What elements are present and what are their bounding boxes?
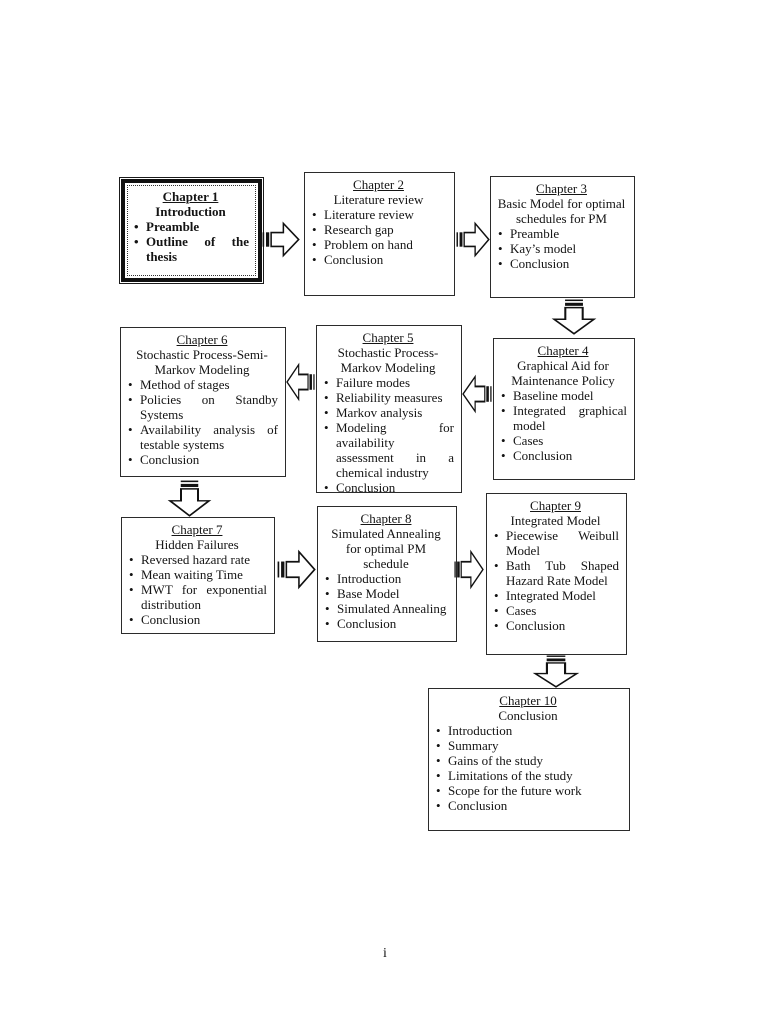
chapter-title: Chapter 10 — [499, 693, 557, 708]
bullet-item: Reversed hazard rate — [127, 552, 267, 567]
chapter-subtitle: Graphical Aid for Maintenance Policy — [511, 358, 615, 388]
bullet-item: Conclusion — [127, 612, 267, 627]
bullet-list: Reversed hazard rate Mean waiting Time M… — [127, 552, 267, 627]
bullet-item: Conclusion — [434, 798, 622, 813]
chapter-1-frame: Chapter 1 Introduction Preamble Outline … — [121, 179, 262, 282]
striped-arrow-right-icon — [262, 221, 300, 258]
chapter-5-box: Chapter 5 Stochastic Process-Markov Mode… — [316, 325, 462, 495]
chapter-title: Chapter 7 — [171, 522, 223, 537]
bullet-item: Gains of the study — [434, 753, 622, 768]
bullet-item: Integrated graphical model — [499, 403, 627, 433]
chapter-subtitle: Stochastic Process-Markov Modeling — [337, 345, 439, 375]
chapter-1-box: Chapter 1 Introduction Preamble Outline … — [119, 177, 264, 284]
bullet-item: Baseline model — [499, 388, 627, 403]
chapter-3-box: Chapter 3 Basic Model for optimal schedu… — [490, 176, 635, 298]
bullet-item: Limitations of the study — [434, 768, 622, 783]
chapter-title: Chapter 1 — [162, 189, 219, 204]
striped-arrow-down-icon — [532, 655, 580, 688]
bullet-list: Introduction Base Model Simulated Anneal… — [323, 571, 449, 631]
bullet-item: Conclusion — [499, 448, 627, 463]
bullet-item: MWT for exponential distribution — [127, 582, 267, 612]
bullet-item: Conclusion — [496, 256, 627, 271]
striped-arrow-right-icon — [454, 549, 484, 590]
chapter-title: Chapter 3 — [536, 181, 587, 196]
chapter-subtitle: Literature review — [333, 192, 424, 207]
bullet-item: Conclusion — [126, 452, 278, 467]
chapter-subtitle: Conclusion — [498, 708, 558, 723]
chapter-title: Chapter 5 — [362, 330, 414, 345]
bullet-list: Method of stages Policies on Standby Sys… — [126, 377, 278, 467]
chapter-title: Chapter 8 — [360, 511, 412, 526]
bullet-item: Method of stages — [126, 377, 278, 392]
chapter-title: Chapter 6 — [176, 332, 228, 347]
bullet-item: Availability analysis of testable system… — [126, 422, 278, 452]
bullet-item: Cases — [492, 603, 619, 618]
bullet-list: Piecewise Weibull Model Bath Tub Shaped … — [492, 528, 619, 633]
bullet-list: Literature review Research gap Problem o… — [310, 207, 447, 267]
bullet-list: Introduction Summary Gains of the study … — [434, 723, 622, 813]
page-number: i — [383, 946, 387, 961]
bullet-item: Conclusion — [310, 252, 447, 267]
bullet-item: Conclusion — [323, 616, 449, 631]
bullet-list: Preamble Kay’s model Conclusion — [496, 226, 627, 271]
chapter-10-box: Chapter 10 Conclusion Introduction Summa… — [428, 688, 630, 831]
striped-arrow-right-icon — [456, 221, 490, 258]
bullet-item: Research gap — [310, 222, 447, 237]
bullet-item: Outline of the thesis — [132, 234, 249, 264]
bullet-list: Preamble Outline of the thesis — [132, 219, 249, 264]
bullet-item: Modeling for availability assessment in … — [322, 420, 454, 480]
chapter-7-box: Chapter 7 Hidden Failures Reversed hazar… — [121, 517, 275, 634]
bullet-item: Conclusion — [322, 480, 454, 495]
bullet-list: Failure modes Reliability measures Marko… — [322, 375, 454, 495]
bullet-item: Policies on Standby Systems — [126, 392, 278, 422]
chapter-subtitle: Simulated Annealing for optimal PM sched… — [331, 526, 441, 571]
striped-arrow-left-icon — [286, 362, 315, 402]
chapter-subtitle: Hidden Failures — [155, 537, 239, 552]
bullet-item: Kay’s model — [496, 241, 627, 256]
bullet-item: Introduction — [323, 571, 449, 586]
striped-arrow-right-icon — [277, 549, 316, 590]
bullet-item: Reliability measures — [322, 390, 454, 405]
bullet-list: Baseline model Integrated graphical mode… — [499, 388, 627, 463]
chapter-subtitle: Basic Model for optimal schedules for PM — [497, 196, 626, 226]
chapter-subtitle: Introduction — [155, 204, 226, 219]
striped-arrow-down-icon — [551, 299, 597, 335]
bullet-item: Introduction — [434, 723, 622, 738]
bullet-item: Preamble — [132, 219, 249, 234]
chapter-9-box: Chapter 9 Integrated Model Piecewise Wei… — [486, 493, 627, 655]
bullet-item: Preamble — [496, 226, 627, 241]
chapter-subtitle: Integrated Model — [510, 513, 601, 528]
bullet-item: Problem on hand — [310, 237, 447, 252]
bullet-item: Integrated Model — [492, 588, 619, 603]
bullet-item: Markov analysis — [322, 405, 454, 420]
bullet-item: Scope for the future work — [434, 783, 622, 798]
chapter-title: Chapter 2 — [353, 177, 404, 192]
striped-arrow-left-icon — [462, 374, 492, 414]
chapter-title: Chapter 4 — [537, 343, 589, 358]
chapter-2-box: Chapter 2 Literature review Literature r… — [304, 172, 455, 296]
bullet-item: Conclusion — [492, 618, 619, 633]
chapter-title: Chapter 9 — [530, 498, 581, 513]
chapter-4-box: Chapter 4 Graphical Aid for Maintenance … — [493, 338, 635, 480]
chapter-8-box: Chapter 8 Simulated Annealing for optima… — [317, 506, 457, 642]
bullet-item: Mean waiting Time — [127, 567, 267, 582]
bullet-item: Piecewise Weibull Model — [492, 528, 619, 558]
chapter-subtitle: Stochastic Process-Semi-Markov Modeling — [136, 347, 268, 377]
chapter-6-box: Chapter 6 Stochastic Process-Semi-Markov… — [120, 327, 286, 477]
bullet-item: Base Model — [323, 586, 449, 601]
bullet-item: Failure modes — [322, 375, 454, 390]
bullet-item: Bath Tub Shaped Hazard Rate Model — [492, 558, 619, 588]
striped-arrow-down-icon — [167, 480, 212, 517]
bullet-item: Literature review — [310, 207, 447, 222]
bullet-item: Cases — [499, 433, 627, 448]
bullet-item: Simulated Annealing — [323, 601, 449, 616]
bullet-item: Summary — [434, 738, 622, 753]
